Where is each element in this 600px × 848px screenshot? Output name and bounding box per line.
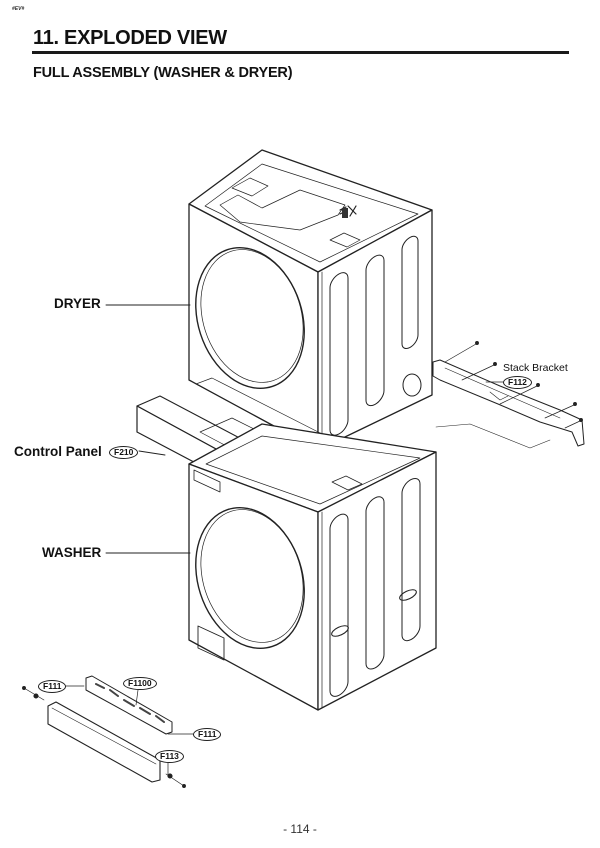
screw-code-badge: F113 <box>155 750 184 763</box>
section-subtitle: FULL ASSEMBLY (WASHER & DRYER) <box>33 65 293 81</box>
stack-bracket-part <box>433 341 584 448</box>
washer-service-cover <box>198 626 224 660</box>
kick-plate-right-code-badge: F111 <box>193 728 222 741</box>
stack-bracket-label: Stack Bracket <box>503 362 568 374</box>
washer-top-inner <box>206 436 420 504</box>
pcb-code-badge: F1100 <box>123 677 157 690</box>
dryer-label: DRYER <box>54 296 101 311</box>
kick-plate-left-code-badge: F111 <box>38 680 67 693</box>
dryer-side-rib-2 <box>366 252 384 410</box>
page-number: - 114 - <box>283 822 317 836</box>
dryer-top-panel-c <box>330 233 360 247</box>
kick-plate-assembly <box>22 676 193 788</box>
washer-side-rib-3 <box>402 475 420 644</box>
dryer-top-logo-icon <box>340 206 356 218</box>
washer-door <box>178 493 321 662</box>
dryer-side-rib-1 <box>330 269 348 439</box>
stack-bracket-code-badge: F112 <box>503 376 532 389</box>
washer-top-panel <box>332 476 362 490</box>
document-tag: #EV# <box>12 6 25 12</box>
kick-plate-body <box>48 702 160 782</box>
dryer-door <box>178 233 321 402</box>
dryer-unit <box>178 150 432 450</box>
dryer-door-ring <box>184 236 319 396</box>
control-panel-leader-line <box>139 451 165 455</box>
dryer-vent-hole <box>403 374 421 396</box>
pcb-components <box>96 684 164 722</box>
washer-door-ring <box>184 496 319 656</box>
control-panel-code-badge: F210 <box>109 446 139 459</box>
kick-plate-edge <box>52 708 156 764</box>
washer-handle-right <box>398 588 418 603</box>
dryer-top-panel-a <box>220 190 345 230</box>
washer-label: WASHER <box>42 545 102 560</box>
f1100-leader-line <box>136 690 138 705</box>
control-panel-label: Control Panel <box>14 444 102 459</box>
stack-bracket-detail <box>445 368 560 418</box>
pcb-board <box>86 676 172 734</box>
kick-plate-screws <box>22 686 185 787</box>
dryer-side-rib-3 <box>402 233 418 352</box>
washer-side-rib-2 <box>366 493 384 672</box>
page-title: 11. EXPLODED VIEW <box>33 27 227 49</box>
washer-side-rib-1 <box>330 511 348 700</box>
washer-detergent-drawer <box>194 470 220 492</box>
stack-bracket-screws <box>445 341 583 428</box>
dryer-top-panel-b <box>232 178 268 196</box>
stack-bracket-body <box>433 360 584 446</box>
stack-bracket-guide-line <box>436 424 550 448</box>
dryer-top-inner <box>205 164 418 262</box>
title-underline <box>32 51 569 54</box>
washer-unit <box>178 424 436 710</box>
washer-handle-left <box>330 624 350 639</box>
